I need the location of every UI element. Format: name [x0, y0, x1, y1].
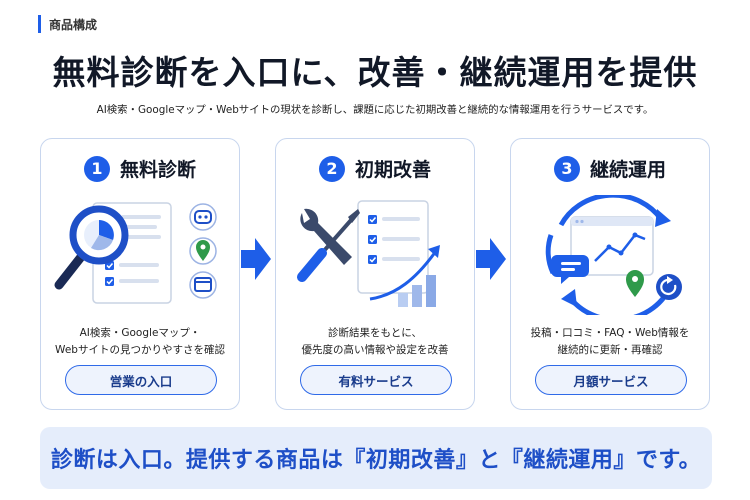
map-pin-icon [626, 270, 644, 297]
step-description-line: AI検索・Googleマップ・ [79, 327, 201, 339]
step-tag-pill: 月額サービス [535, 365, 687, 395]
step-card-free-diagnosis: 1 無料診断 [40, 138, 240, 410]
step-tag-pill: 営業の入口 [65, 365, 217, 395]
operation-illustration [545, 195, 682, 315]
chatbot-icon [189, 203, 217, 231]
summary-banner: 診断は入口。提供する商品は『初期改善』と『継続運用』です。 [40, 427, 712, 489]
step-number-badge: 2 [318, 155, 345, 182]
step-card-header: 3 継続運用 [511, 155, 709, 182]
step-title: 無料診断 [119, 159, 196, 181]
browser-icon [189, 271, 217, 299]
step-tag-pill: 有料サービス [300, 365, 452, 395]
growth-chart-icon [369, 245, 440, 307]
map-pin-icon [189, 237, 217, 265]
step-number-badge: 3 [553, 155, 580, 182]
checklist-icon [105, 261, 159, 286]
step-number-badge: 1 [83, 155, 110, 182]
page-title: 無料診断を入口に、改善・継続運用を提供 [52, 53, 698, 92]
step-description: AI検索・Googleマップ・ Webサイトの見つかりやすさを確認 [41, 325, 239, 359]
step-title: 継続運用 [589, 159, 666, 181]
step-description-line: 診断結果をもとに、 [328, 327, 422, 339]
chat-bubble-icon [551, 255, 589, 284]
step-description: 診断結果をもとに、 優先度の高い情報や設定を改善 [276, 325, 474, 359]
step-description-line: 投稿・口コミ・FAQ・Web情報を [530, 327, 690, 339]
magnifier-icon [54, 205, 129, 290]
step-title: 初期改善 [354, 159, 431, 181]
wrench-screwdriver-icon [297, 208, 360, 282]
step-card-initial-improvement: 2 初期改善 [275, 138, 475, 410]
step-description-line: 優先度の高い情報や設定を改善 [301, 344, 449, 356]
page-subtitle: AI検索・Googleマップ・Webサイトの現状を診断し、課題に応じた初期改善と… [96, 104, 654, 116]
step-card-ongoing-operation: 3 継続運用 [510, 138, 710, 410]
arrow-right-icon [476, 238, 506, 280]
step-card-header: 2 初期改善 [276, 155, 474, 182]
section-label: 商品構成 [38, 14, 97, 34]
arrow-right-icon [241, 238, 271, 280]
step-description-line: 継続的に更新・再確認 [557, 344, 663, 356]
step-card-header: 1 無料診断 [41, 155, 239, 182]
dashboard-icon [570, 216, 654, 276]
improvement-illustration [297, 200, 440, 307]
refresh-icon [656, 274, 682, 300]
section-label-text: 商品構成 [49, 17, 98, 32]
summary-banner-text: 診断は入口。提供する商品は『初期改善』と『継続運用』です。 [50, 448, 702, 473]
checklist-icon [368, 215, 420, 264]
step-description-line: Webサイトの見つかりやすさを確認 [55, 344, 225, 356]
step-description: 投稿・口コミ・FAQ・Web情報を 継続的に更新・再確認 [511, 325, 709, 359]
diagnosis-illustration [54, 202, 217, 304]
section-label-bar [38, 15, 41, 33]
